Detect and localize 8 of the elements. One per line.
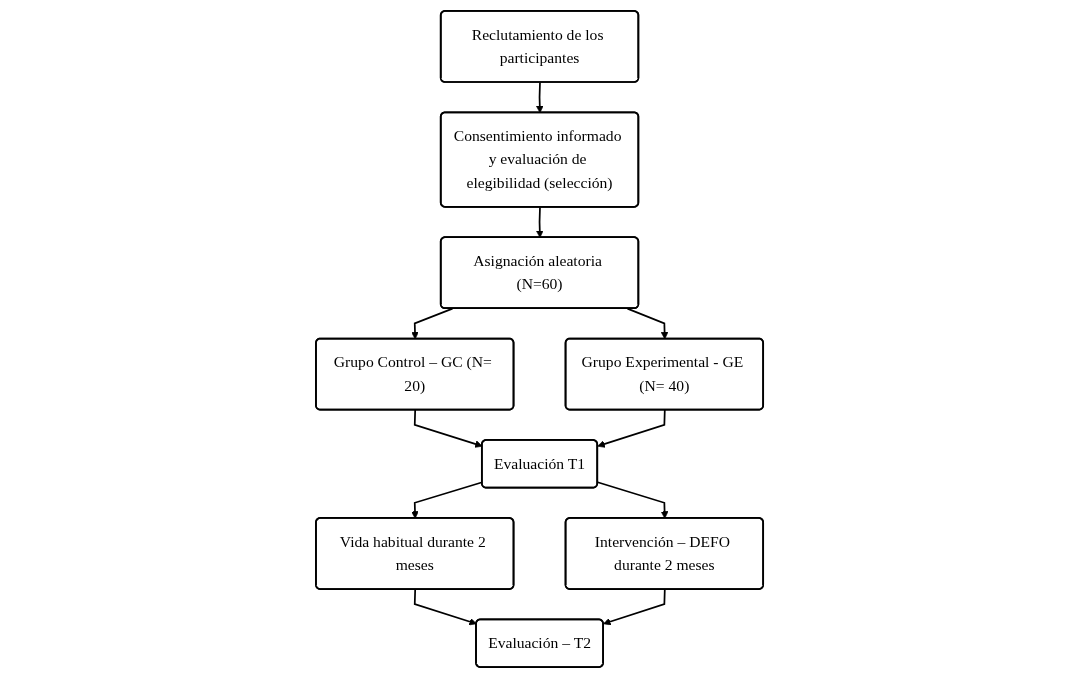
arrow bbox=[536, 81, 545, 113]
arrow bbox=[411, 307, 454, 339]
arrow bbox=[603, 588, 667, 625]
arrow bbox=[627, 307, 669, 339]
arrow bbox=[536, 205, 545, 238]
arrow bbox=[414, 588, 478, 625]
arrow bbox=[597, 480, 669, 519]
arrow bbox=[597, 408, 667, 448]
